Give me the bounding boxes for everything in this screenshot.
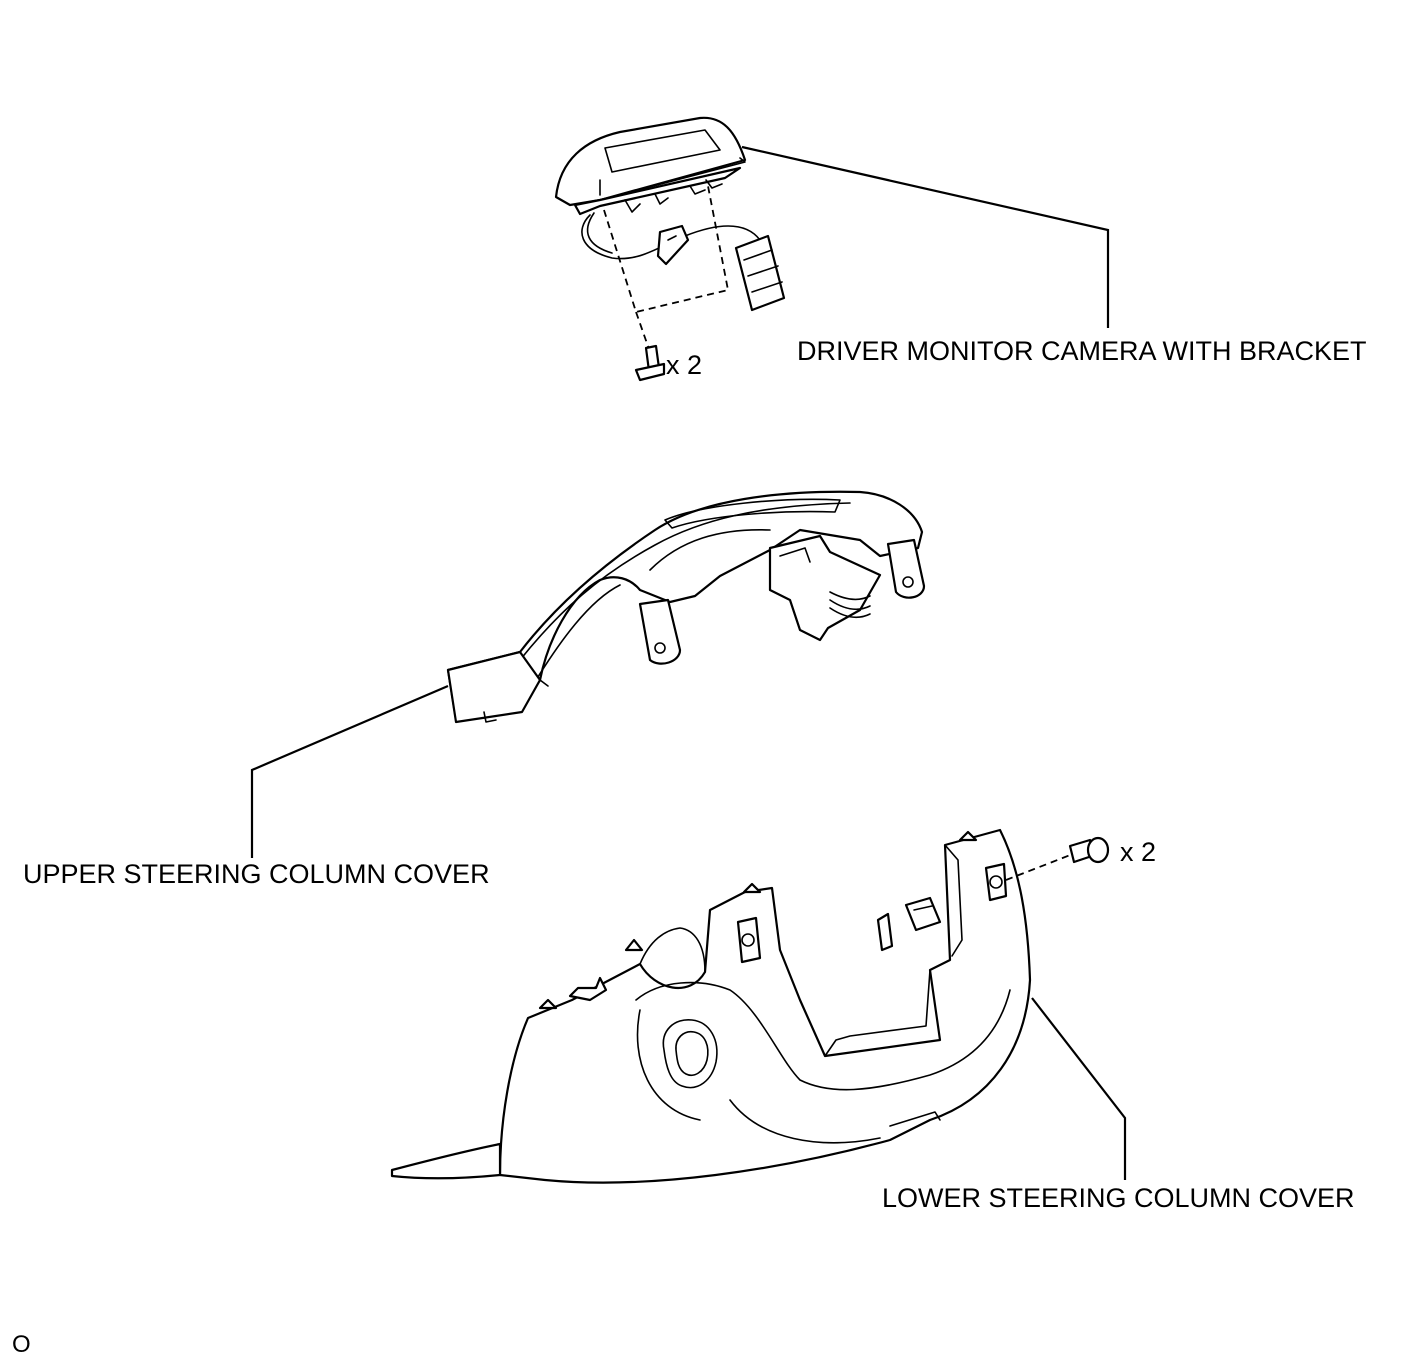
camera-screw-quantity: x 2 [666, 350, 702, 380]
lower-cover-screw [1005, 836, 1110, 881]
upper-cover-label: UPPER STEERING COLUMN COVER [23, 859, 490, 889]
lower-cover-leader-line [1031, 997, 1127, 1180]
lower-screw-quantity: x 2 [1120, 837, 1156, 867]
camera-label: DRIVER MONITOR CAMERA WITH BRACKET [797, 336, 1367, 366]
lower-steering-column-cover [390, 828, 1032, 1184]
driver-monitor-camera [554, 116, 786, 382]
upper-steering-column-cover [446, 490, 926, 724]
upper-cover-leader-line [250, 684, 449, 858]
corner-mark: O [12, 1331, 31, 1358]
lower-cover-label: LOWER STEERING COLUMN COVER [882, 1183, 1355, 1213]
camera-leader-line [741, 145, 1110, 328]
